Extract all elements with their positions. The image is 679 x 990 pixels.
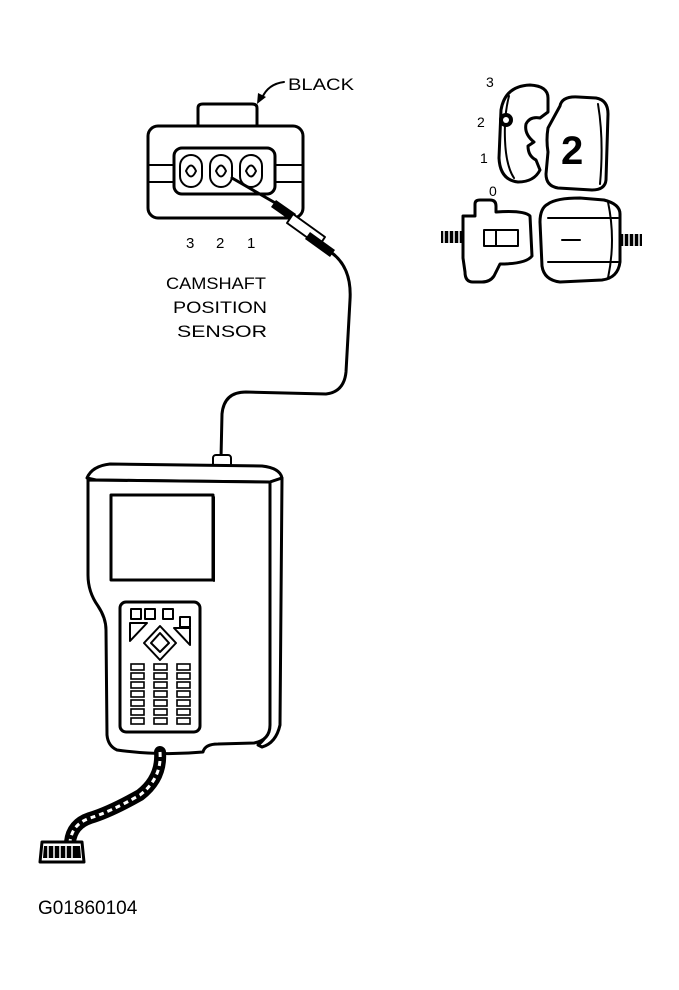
left-arrow-key bbox=[129, 622, 148, 642]
keypad-key bbox=[130, 717, 145, 725]
keypad-key bbox=[153, 708, 168, 716]
key-position-0: 0 bbox=[489, 183, 497, 199]
key-position-3: 3 bbox=[486, 74, 494, 90]
pin-3-socket bbox=[179, 154, 203, 188]
pin-number-1: 1 bbox=[247, 235, 255, 252]
connector-color-label: BLACK bbox=[288, 75, 355, 94]
keypad-key bbox=[176, 663, 191, 671]
keypad-key bbox=[130, 690, 145, 698]
keypad-key bbox=[130, 708, 145, 716]
pin-2-socket bbox=[209, 154, 233, 188]
ignition-key-illustration: 3 2 1 0 2 bbox=[441, 74, 642, 284]
probe-lead-wire bbox=[219, 251, 352, 460]
keypad-key bbox=[153, 690, 168, 698]
keypad-key bbox=[176, 672, 191, 680]
scan-tool-screen bbox=[109, 493, 215, 582]
pin-number-2: 2 bbox=[216, 235, 224, 252]
connector-color-callout: BLACK bbox=[257, 75, 355, 104]
sensor-name-label: CAMSHAFT POSITION SENSOR bbox=[166, 274, 267, 341]
function-key bbox=[162, 608, 174, 620]
sensor-name-line-1: CAMSHAFT bbox=[166, 274, 266, 293]
keypad-key bbox=[153, 681, 168, 689]
scan-tool bbox=[85, 454, 284, 756]
keypad-key bbox=[176, 708, 191, 716]
key-number-label: 2 bbox=[561, 129, 583, 173]
keypad-key bbox=[176, 690, 191, 698]
key-position-1: 1 bbox=[480, 150, 488, 166]
sensor-name-line-2: POSITION bbox=[173, 298, 267, 317]
sensor-name-line-3: SENSOR bbox=[177, 322, 267, 341]
pin-number-labels: 3 2 1 bbox=[186, 235, 255, 252]
keypad-key bbox=[130, 663, 145, 671]
ignition-switch-plug bbox=[441, 196, 642, 284]
function-key bbox=[144, 608, 156, 620]
keypad-key bbox=[153, 672, 168, 680]
right-arrow-key bbox=[173, 627, 191, 646]
keypad-key bbox=[130, 699, 145, 707]
diamond-enter-key bbox=[143, 625, 177, 661]
key-position-2: 2 bbox=[477, 114, 485, 130]
figure-code-label: G01860104 bbox=[38, 898, 138, 919]
function-key bbox=[179, 616, 191, 628]
keypad-key bbox=[153, 717, 168, 725]
keypad-key bbox=[153, 663, 168, 671]
keypad-key bbox=[176, 681, 191, 689]
back-probe bbox=[230, 176, 335, 257]
keypad-key bbox=[176, 699, 191, 707]
numeric-keys bbox=[130, 663, 191, 725]
keypad-key bbox=[153, 699, 168, 707]
scan-tool-cable bbox=[38, 746, 167, 864]
pin-1-socket bbox=[239, 154, 263, 188]
camshaft-sensor-connector bbox=[146, 102, 305, 220]
keypad-key bbox=[176, 717, 191, 725]
keypad-key bbox=[130, 681, 145, 689]
function-key bbox=[130, 608, 142, 620]
pin-number-3: 3 bbox=[186, 235, 194, 252]
keypad-key bbox=[130, 672, 145, 680]
